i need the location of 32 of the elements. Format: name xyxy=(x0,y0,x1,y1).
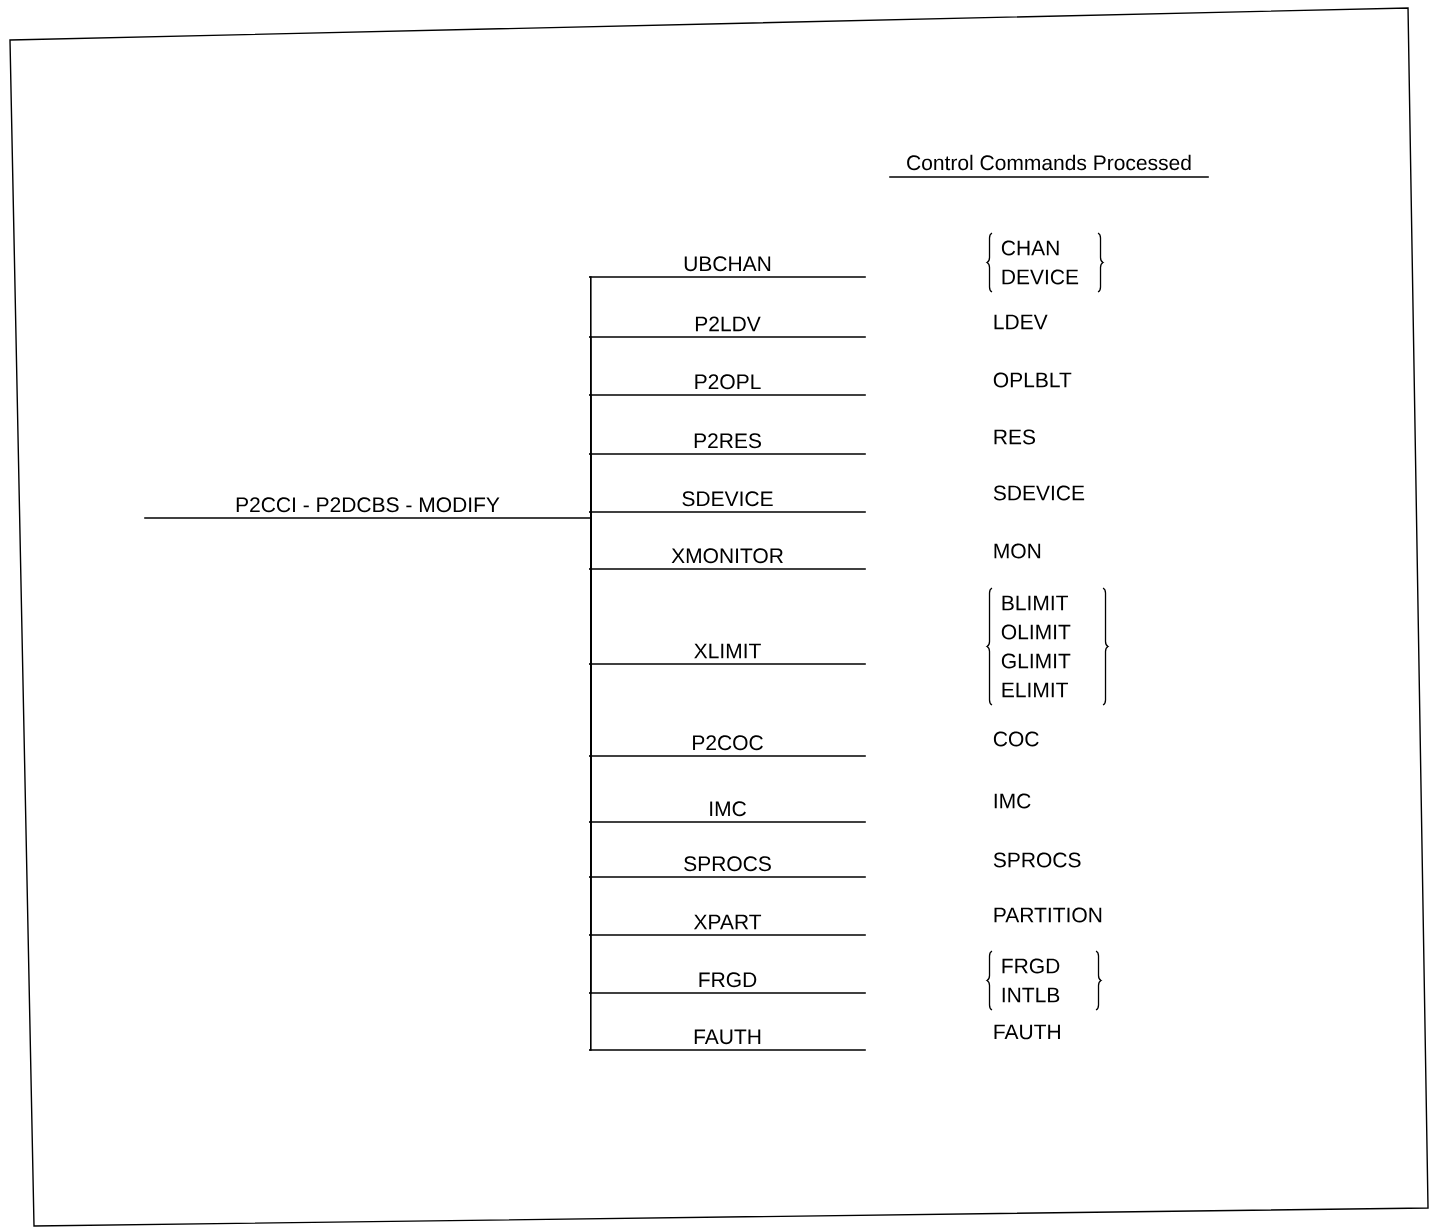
module-label: XPART xyxy=(588,914,867,936)
module-label: P2LDV xyxy=(588,316,867,338)
command-text: FAUTH xyxy=(994,1024,1060,1040)
command-text: GLIMIT xyxy=(1001,653,1071,669)
command-text: SPROCS xyxy=(993,852,1081,868)
column-heading: Control Commands Processed xyxy=(888,154,1210,178)
command-text: BLIMIT xyxy=(1002,595,1068,611)
module-label: XMONITOR xyxy=(588,548,867,570)
command-text: IMC xyxy=(994,793,1031,809)
command-text: OPLBLT xyxy=(993,372,1072,388)
command-text: INTLB xyxy=(1002,987,1060,1003)
module-label: FAUTH xyxy=(588,1029,867,1051)
connector-line xyxy=(588,511,592,519)
module-label: P2RES xyxy=(588,433,867,455)
module-label: FRGD xyxy=(588,972,867,994)
command-text: COC xyxy=(993,731,1039,747)
command-text: CHAN xyxy=(1001,240,1059,256)
command-text: FRGD xyxy=(1002,958,1060,974)
command-text: PARTITION xyxy=(994,907,1102,923)
command-text: DEVICE xyxy=(1002,269,1079,285)
module-label: P2COC xyxy=(588,735,867,757)
module-label: P2OPL xyxy=(588,374,867,396)
command-text: SDEVICE xyxy=(993,485,1085,501)
module-label: SPROCS xyxy=(588,856,867,878)
command-text: OLIMIT xyxy=(1001,624,1071,640)
command-text: LDEV xyxy=(994,314,1048,330)
module-label: IMC xyxy=(588,801,867,823)
module-label: UBCHAN xyxy=(588,256,867,278)
command-text: RES xyxy=(994,429,1036,445)
command-text: ELIMIT xyxy=(1002,682,1068,698)
module-label: XLIMIT xyxy=(588,643,867,665)
command-text: MON xyxy=(994,543,1041,559)
